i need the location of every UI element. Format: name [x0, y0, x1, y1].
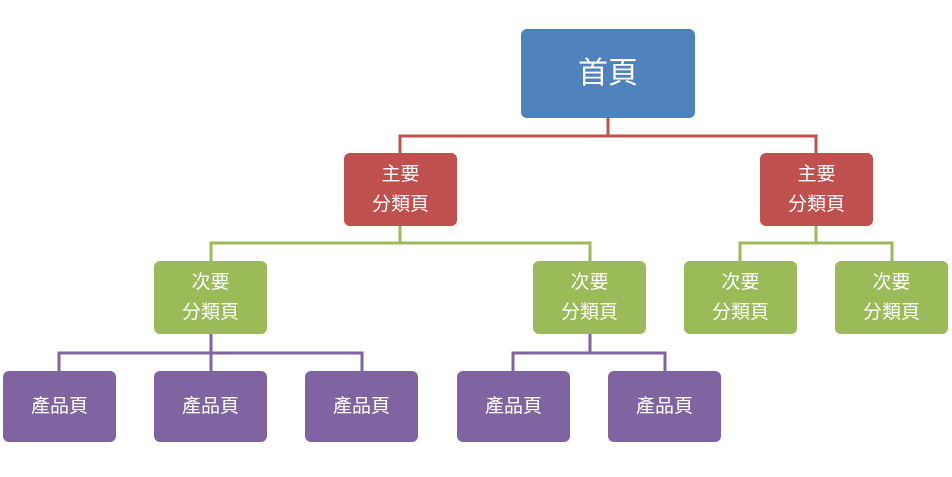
product-page-node-2: 產品頁: [154, 371, 267, 442]
sub-category-node-1: 次要 分類頁: [154, 261, 267, 334]
sub-category-node-3: 次要 分類頁: [684, 261, 797, 334]
product-page-node-3: 產品頁: [305, 371, 418, 442]
connector-root-to-main: [398, 118, 610, 153]
product-page-node-5: 產品頁: [608, 371, 721, 442]
product-page-node-4: 產品頁: [457, 371, 570, 442]
connector-main-right-to-sub-4: [816, 241, 894, 261]
connector-sub-1-to-products: [57, 334, 213, 371]
sub-category-node-2: 次要 分類頁: [533, 261, 646, 334]
connector-root-to-main-right: [608, 134, 818, 153]
home-page-node: 首頁: [521, 29, 695, 118]
connector-main-left-to-sub: [209, 226, 402, 261]
connector-main-left-to-sub-2: [400, 241, 592, 261]
connector-sub-2-to-product-5: [590, 351, 667, 371]
product-page-node-1: 產品頁: [3, 371, 116, 442]
connector-sub-1-to-product-3: [211, 351, 364, 371]
main-category-node-left: 主要 分類頁: [344, 153, 457, 226]
main-category-node-right: 主要 分類頁: [760, 153, 873, 226]
connector-sub-2-to-products: [511, 334, 592, 371]
connector-main-right-to-sub: [738, 226, 818, 261]
sub-category-node-4: 次要 分類頁: [835, 261, 948, 334]
